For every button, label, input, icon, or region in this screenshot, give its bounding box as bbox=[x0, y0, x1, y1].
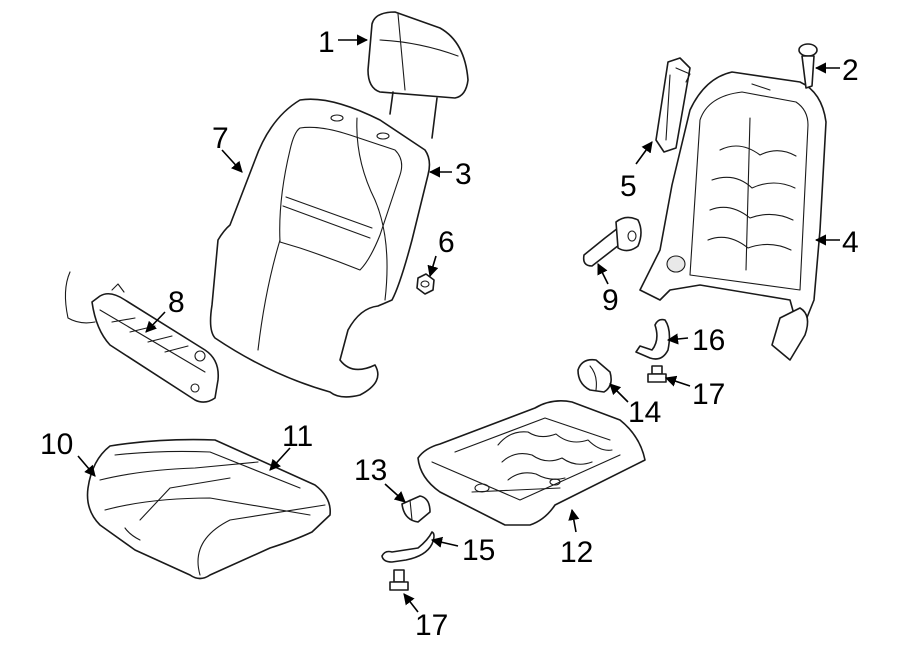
leader-10 bbox=[77, 455, 96, 477]
callout-6: 6 bbox=[438, 226, 455, 259]
leader-lines bbox=[77, 34, 840, 613]
bushing-lower-part bbox=[401, 495, 431, 523]
seat-cushion-part bbox=[86, 438, 332, 580]
seat-track-part bbox=[64, 271, 220, 403]
callout-8: 8 bbox=[168, 286, 185, 319]
leader-17a bbox=[664, 375, 691, 387]
callout-labels: 1 2 3 4 5 6 7 8 9 10 11 12 13 14 15 16 1… bbox=[40, 26, 859, 642]
callout-12: 12 bbox=[560, 536, 593, 569]
callout-9: 9 bbox=[602, 284, 619, 317]
leader-15 bbox=[430, 536, 459, 548]
leader-17b bbox=[403, 593, 419, 613]
headrest-part bbox=[367, 11, 469, 139]
callout-1: 1 bbox=[318, 26, 335, 59]
seat-pan-part bbox=[417, 400, 646, 526]
callout-17a: 17 bbox=[692, 378, 725, 411]
leader-16 bbox=[666, 333, 689, 345]
callout-10: 10 bbox=[40, 428, 73, 461]
callout-15: 15 bbox=[462, 534, 495, 567]
strap-clip-lower-part bbox=[381, 531, 435, 563]
strap-clip-part bbox=[635, 318, 671, 360]
callout-7: 7 bbox=[212, 122, 229, 155]
callout-13: 13 bbox=[354, 454, 387, 487]
leader-7 bbox=[221, 149, 243, 173]
nut-part bbox=[416, 273, 435, 295]
callout-11: 11 bbox=[282, 420, 313, 453]
seatback-cover-part bbox=[209, 98, 431, 398]
callout-5: 5 bbox=[620, 170, 637, 203]
recliner-handle-part bbox=[582, 216, 642, 267]
bracket-part bbox=[655, 57, 691, 153]
callout-14: 14 bbox=[628, 396, 661, 429]
clip-part bbox=[798, 43, 818, 89]
leader-8 bbox=[145, 311, 166, 333]
leader-13 bbox=[384, 483, 406, 503]
leader-9 bbox=[597, 262, 609, 285]
callout-4: 4 bbox=[842, 226, 859, 259]
bolt-upper-part bbox=[647, 365, 667, 383]
callout-16: 16 bbox=[692, 324, 725, 357]
leader-12 bbox=[568, 508, 580, 533]
leader-5 bbox=[635, 141, 653, 165]
leader-11 bbox=[269, 447, 291, 471]
seatback-frame-part bbox=[639, 71, 827, 361]
callout-17b: 17 bbox=[415, 609, 448, 642]
callout-3: 3 bbox=[455, 158, 472, 191]
bushing-part bbox=[577, 358, 612, 393]
bolt-lower-part bbox=[389, 569, 409, 591]
callout-2: 2 bbox=[842, 54, 859, 87]
leader-6 bbox=[427, 255, 439, 278]
leader-14 bbox=[609, 383, 629, 403]
